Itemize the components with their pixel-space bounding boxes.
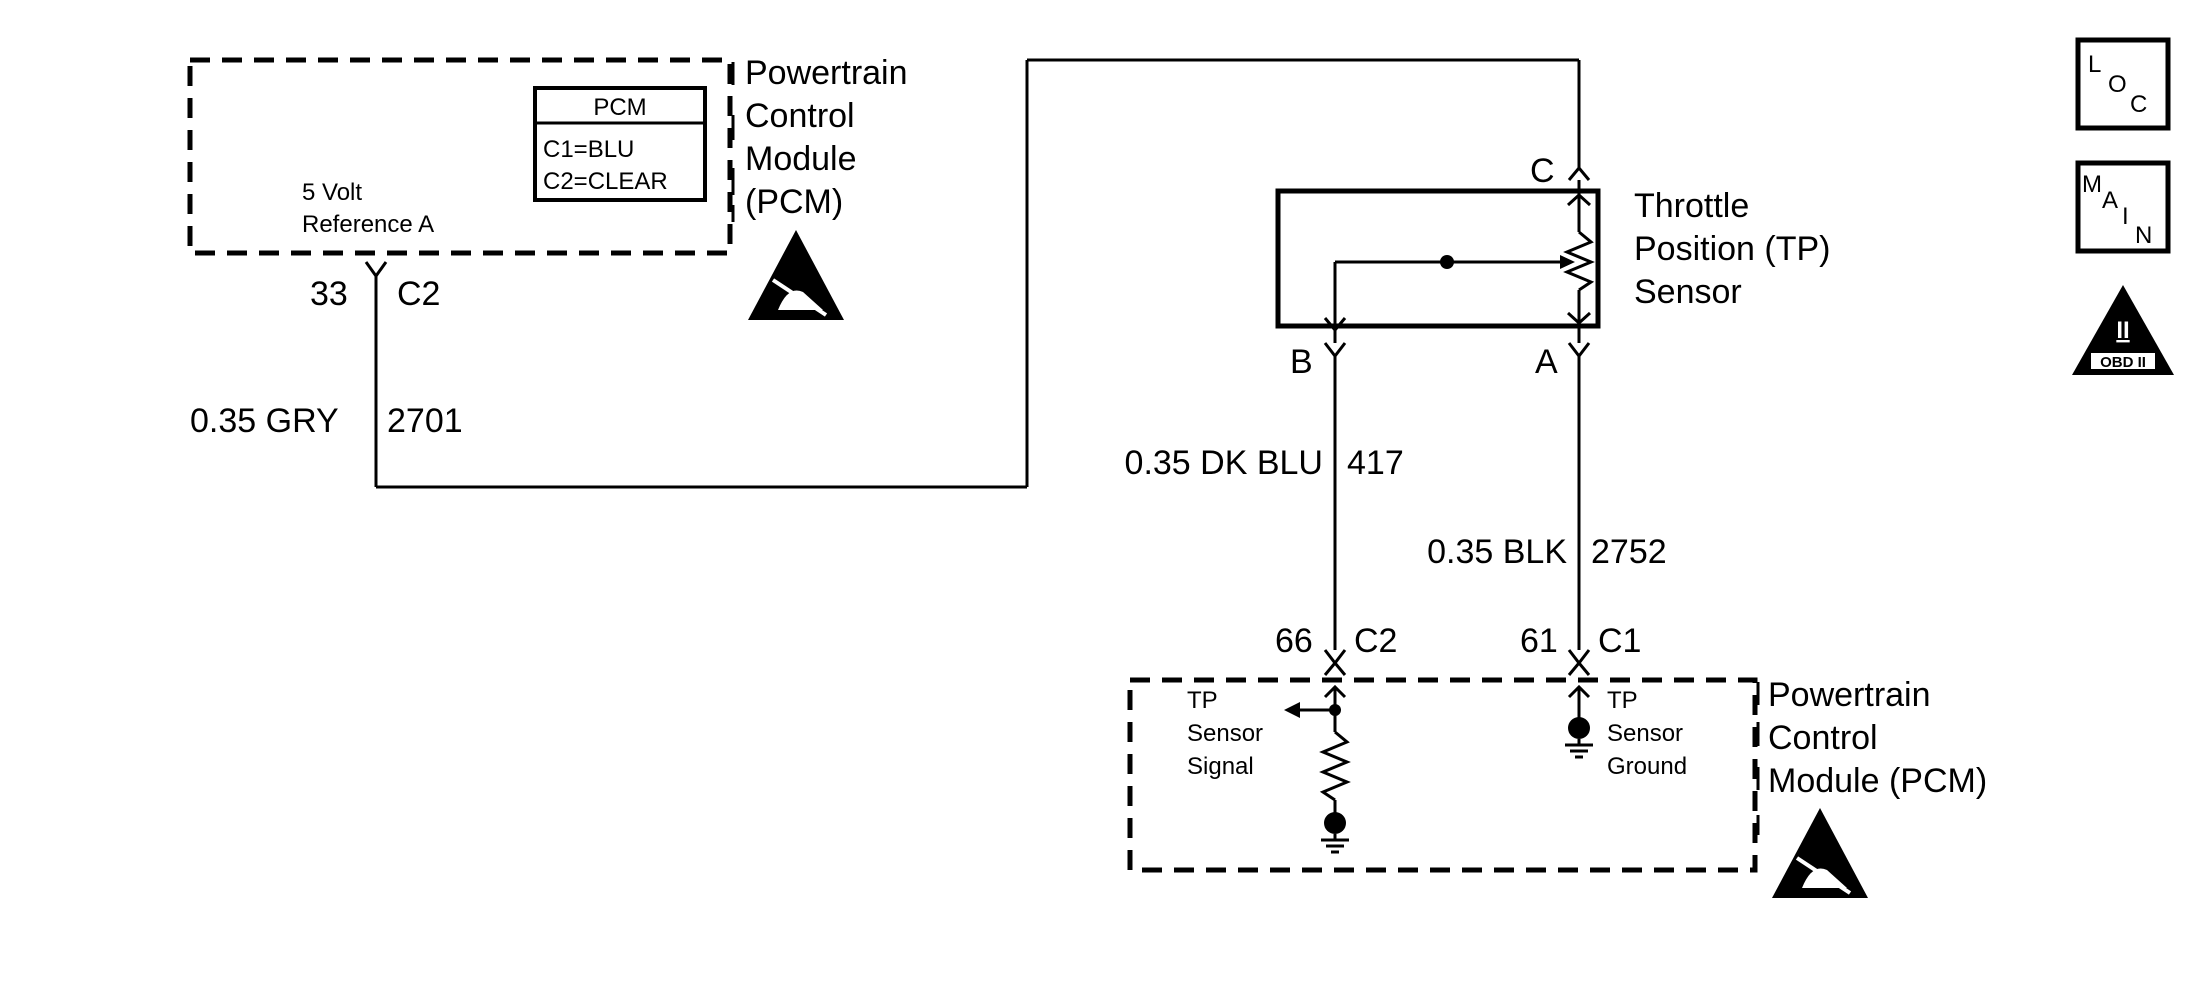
pcm-top-title-line-2: Control [745,97,855,135]
pcm-bottom-signal-connector: C2 [1354,622,1397,660]
pcm-bottom-signal-pin: 66 [1275,622,1313,660]
tp-sensor: C B A Throttle Position (TP) Sensor [1275,152,1831,650]
pcm-bottom-title-line-1: Powertrain [1768,676,1931,714]
obd-ii-icon: II OBD II [2072,285,2174,375]
main-letter-a: A [2102,187,2118,214]
loc-icon: L O C [2075,37,2171,131]
pcm-bottom-boundary [1127,677,1758,873]
main-letter-m: M [2082,171,2102,198]
tp-pin-b: B [1290,343,1313,381]
pcm-connector-legend: PCM C1=BLU C2=CLEAR [533,86,707,202]
tp-sensor-body [1275,188,1601,329]
pcm-top-boundary [187,57,733,256]
pcm-bottom-ground-connector: C1 [1598,622,1641,660]
tp-signal-label-line-1: TP [1187,687,1218,714]
main-letter-n: N [2135,222,2152,249]
tp-ground-label-line-2: Sensor [1607,720,1683,747]
pcm-top-connector: 33 C2 [310,261,440,487]
obd-label: OBD II [2100,354,2146,371]
pcm-bottom-ground-pin: 61 [1520,622,1558,660]
main-letter-i: I [2122,203,2129,230]
pcm-bottom: 66 C2 61 C1 TP Sensor Signal TP S [1127,622,1987,898]
tp-pin-c: C [1530,152,1555,190]
wire-417-gauge-color: 0.35 DK BLU [1125,444,1323,482]
esd-warning-icon [748,230,844,320]
pcm-legend-c1: C1=BLU [543,136,634,163]
5v-ref-label-line-1: 5 Volt [302,179,362,206]
pcm-legend-title: PCM [593,94,646,121]
pcm-bottom-title-line-3: Module (PCM) [1768,762,1987,800]
loc-letter-c: C [2130,91,2147,118]
pcm-top-title-line-3: Module [745,140,857,178]
tp-signal-label-line-2: Sensor [1187,720,1263,747]
pcm-top-title-line-4: (PCM) [745,183,843,221]
loc-letter-o: O [2108,71,2127,98]
pcm-top-connector-id: C2 [397,275,440,313]
5v-ref-label-line-2: Reference A [302,211,434,238]
wire-2752: 0.35 BLK 2752 [1427,533,1667,571]
esd-warning-icon [1772,808,1868,898]
tp-title-line-2: Position (TP) [1634,230,1831,268]
tp-pin-a: A [1535,343,1558,381]
wire-2701-circuit: 2701 [387,402,463,440]
loc-letter-l: L [2088,51,2101,78]
tp-ground-label-line-3: Ground [1607,753,1687,780]
obd-numeral: II [2116,317,2129,344]
pcm-bottom-title-line-2: Control [1768,719,1878,757]
wire-2752-gauge-color: 0.35 BLK [1427,533,1567,571]
wire-2701: 0.35 GRY 2701 [190,58,1581,489]
main-icon: M A I N [2075,160,2171,254]
pcm-top-pin: 33 [310,275,348,313]
tp-title-line-3: Sensor [1634,273,1742,311]
tp-ground-label-line-1: TP [1607,687,1638,714]
pcm-top-title-line-1: Powertrain [745,54,908,92]
tp-signal-label-line-3: Signal [1187,753,1254,780]
wire-417-circuit: 417 [1347,444,1404,482]
wire-2701-gauge-color: 0.35 GRY [190,402,339,440]
tp-title-line-1: Throttle [1634,187,1749,225]
pcm-legend-c2: C2=CLEAR [543,168,668,195]
pcm-top: Powertrain Control Module (PCM) PCM C1=B… [187,54,908,320]
wire-417: 0.35 DK BLU 417 [1125,444,1404,482]
wire-2752-circuit: 2752 [1591,533,1667,571]
